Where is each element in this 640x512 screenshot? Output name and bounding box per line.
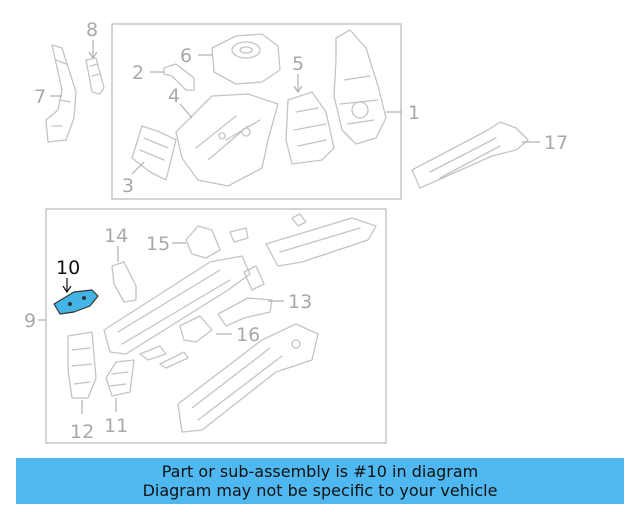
part-3-drawing [131, 125, 177, 181]
callout-14: 14 [104, 225, 128, 247]
callout-1: 1 [408, 102, 420, 124]
info-banner: Part or sub-assembly is #10 in diagram D… [16, 458, 624, 504]
callout-11: 11 [104, 415, 128, 437]
part-13-drawing [217, 265, 273, 327]
leader-3 [131, 161, 145, 175]
callout-12: 12 [70, 421, 94, 443]
part-lower-rail-drawing [177, 323, 319, 433]
part-4-drawing [175, 93, 279, 187]
part-16-drawing [139, 315, 213, 369]
callout-13: 13 [288, 291, 312, 313]
part-7-drawing [45, 44, 77, 143]
part-10-drawing [53, 289, 99, 315]
callout-7: 7 [34, 86, 46, 108]
part-11-drawing [105, 359, 135, 397]
callout-15: 15 [146, 233, 170, 255]
callout-3: 3 [122, 175, 134, 197]
part-17-drawing [411, 121, 529, 189]
part-8-drawing [85, 57, 105, 95]
part-6-drawing [211, 33, 281, 85]
callout-6: 6 [180, 45, 192, 67]
part-15-drawing [185, 225, 249, 259]
parts-diagram: 8 7 6 2 4 3 5 [24, 19, 568, 444]
part-12-drawing [67, 331, 97, 399]
part-5-drawing [285, 91, 335, 165]
banner-line-2: Diagram may not be specific to your vehi… [142, 481, 498, 500]
callout-9: 9 [24, 310, 36, 332]
part-1-drawing [333, 29, 387, 145]
banner-line-1: Part or sub-assembly is #10 in diagram [161, 462, 479, 481]
lower-assembly-frame [45, 208, 387, 444]
part-14-drawing [111, 261, 137, 303]
upper-assembly-frame [111, 23, 402, 200]
part-rail-drawing [103, 213, 377, 355]
part-2-drawing [163, 63, 195, 91]
callout-4: 4 [168, 85, 180, 107]
callout-17: 17 [544, 132, 568, 154]
callout-10: 10 [56, 257, 80, 279]
callout-5: 5 [292, 53, 304, 75]
leader-4 [179, 103, 193, 119]
callout-16: 16 [236, 324, 260, 346]
callout-8: 8 [86, 19, 98, 41]
callout-2: 2 [132, 62, 144, 84]
